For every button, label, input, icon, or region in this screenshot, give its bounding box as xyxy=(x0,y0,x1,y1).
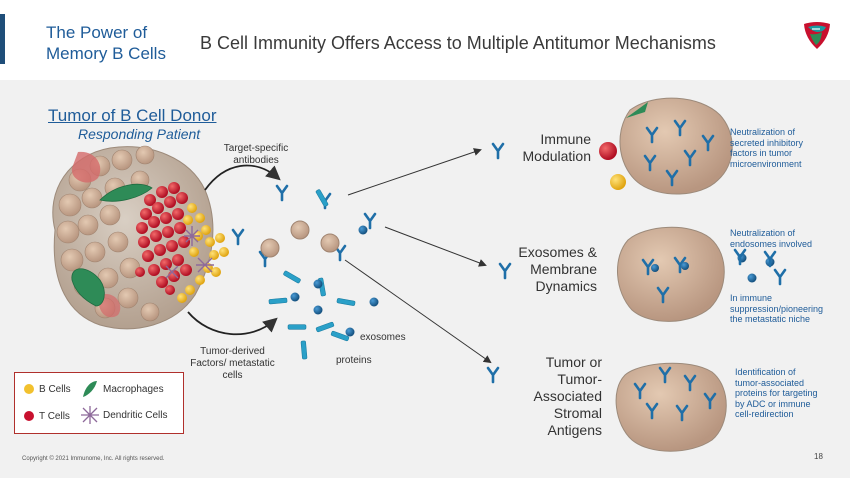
legend: B Cells Macrophages T Cells Dendritic Ce… xyxy=(14,372,184,434)
note-immune-modulation: Neutralization of secreted inhibitory fa… xyxy=(730,127,804,169)
company-logo-icon xyxy=(804,22,830,49)
copyright: Copyright © 2021 Immunome, Inc. All righ… xyxy=(22,456,165,462)
outcome-exosomes: Exosomes & Membrane Dynamics xyxy=(518,244,597,294)
factors-label: Tumor-derived Factors/ metastatic cells xyxy=(190,346,275,381)
legend-dendritic-cells: Dendritic Cells xyxy=(81,406,167,424)
note-exosomes-niche: In immune suppression/pioneering the met… xyxy=(730,293,824,324)
note-stromal-antigens: Identification of tumor-associated prote… xyxy=(735,367,818,419)
note-exosomes: Neutralization of endosomes involved xyxy=(730,228,813,249)
legend-b-cells: B Cells xyxy=(23,383,71,395)
legend-macrophages: Macrophages xyxy=(81,379,164,399)
tumor-subtitle: Responding Patient xyxy=(78,126,201,142)
exosome-tumor xyxy=(617,226,787,322)
dendritic-cell xyxy=(165,226,214,279)
factors-arrow xyxy=(187,311,278,336)
header-accent-bar xyxy=(0,14,5,64)
donor-tumor xyxy=(52,145,214,330)
mechanism-diagram xyxy=(52,97,787,452)
legend-t-cells: T Cells xyxy=(23,410,70,422)
stromal-antigen-tumor xyxy=(615,362,727,452)
outcome-immune-modulation: Immune Modulation xyxy=(522,131,592,164)
immune-modulation-tumor xyxy=(599,97,733,195)
antibodies-label: Target-specific antibodies xyxy=(223,143,289,166)
proteins-label: proteins xyxy=(336,355,372,366)
dendritic-cell-icon xyxy=(81,406,99,424)
page-number: 18 xyxy=(814,452,823,461)
exosomes-label: exosomes xyxy=(360,332,406,343)
tumor-title: Tumor of B Cell Donor xyxy=(48,106,217,125)
legend-t-cells-label: T Cells xyxy=(39,410,70,422)
page-title: B Cell Immunity Offers Access to Multipl… xyxy=(200,33,716,53)
b-cell-icon xyxy=(24,384,34,394)
legend-macrophages-label: Macrophages xyxy=(103,383,164,395)
antibody-arrow xyxy=(204,164,281,191)
section-title: The Power of Memory B Cells xyxy=(46,23,166,63)
header: The Power of Memory B Cells B Cell Immun… xyxy=(0,0,850,78)
macrophage-icon xyxy=(83,381,97,397)
t-cell-cluster xyxy=(135,182,192,295)
macrophage-cell xyxy=(71,268,105,307)
t-cell-icon xyxy=(24,411,34,421)
macrophage-cell xyxy=(99,183,153,202)
legend-b-cells-label: B Cells xyxy=(39,383,71,395)
outcome-stromal-antigens: Tumor or Tumor-Associated Stromal Antige… xyxy=(533,354,602,438)
legend-dendritic-cells-label: Dendritic Cells xyxy=(103,409,168,421)
